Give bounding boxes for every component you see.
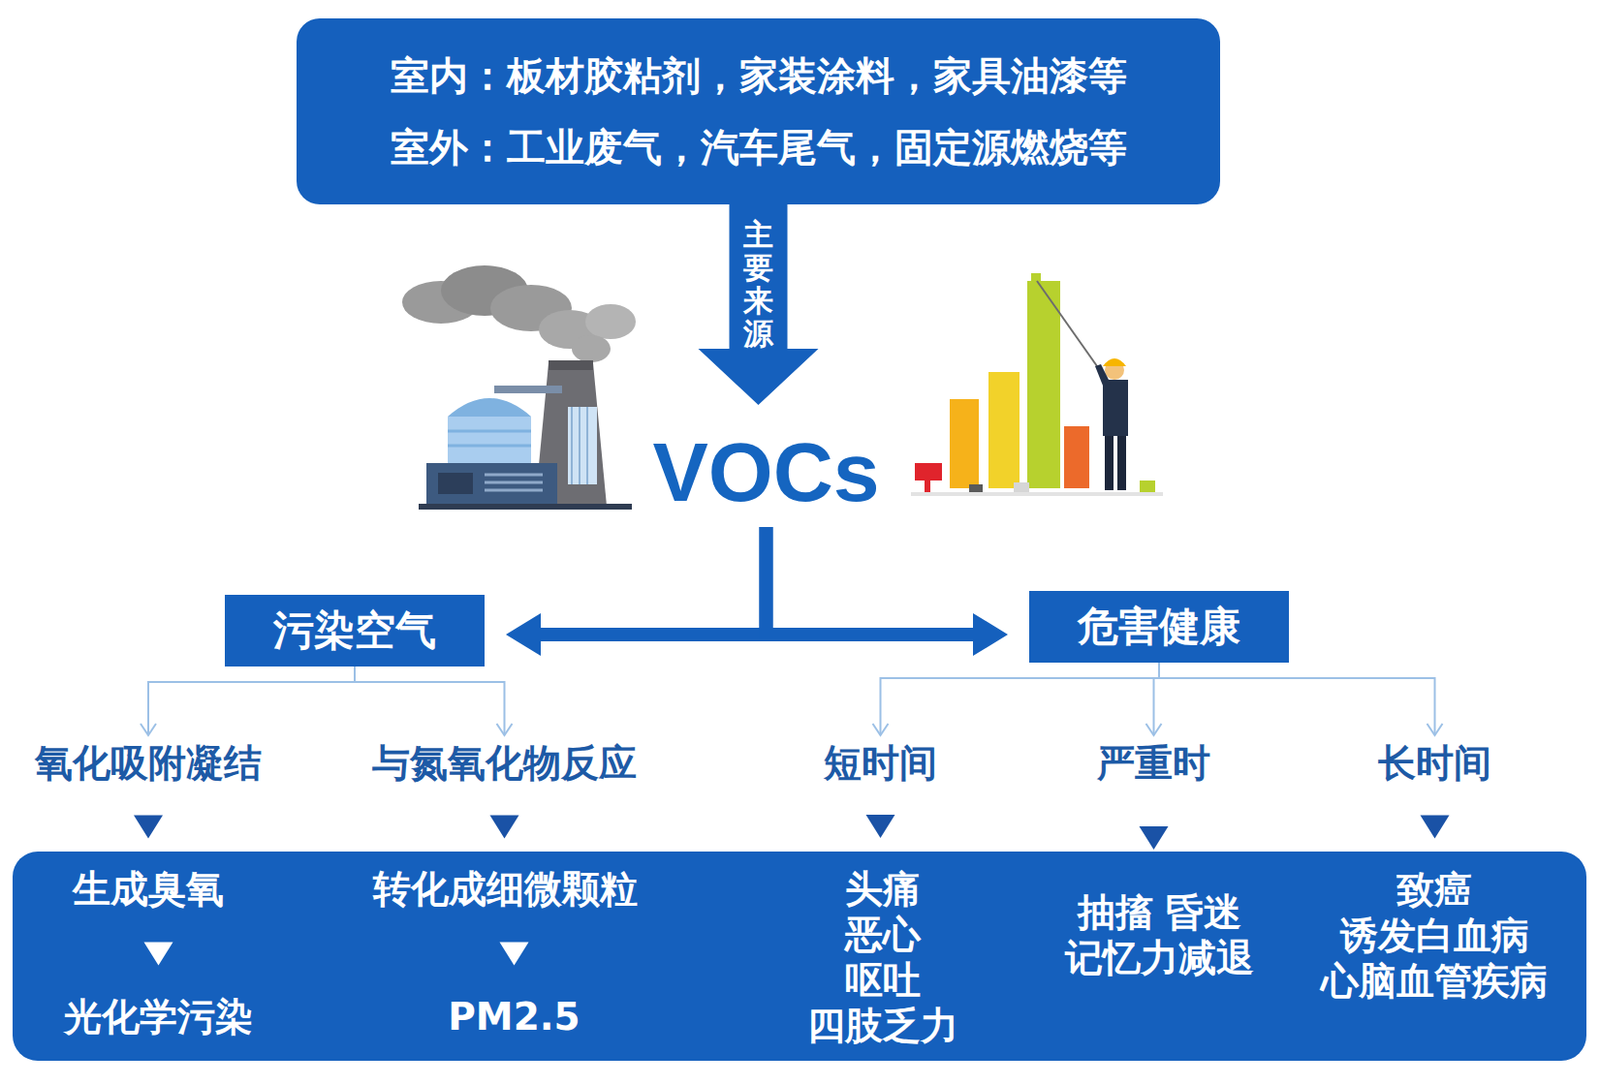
tee-arrow bbox=[766, 527, 974, 635]
result-text: 生成臭氧 bbox=[72, 867, 224, 913]
arrow-head bbox=[873, 723, 889, 736]
node-text: 长时间 bbox=[1378, 741, 1492, 787]
branch-line bbox=[880, 662, 1161, 736]
factory-illustration bbox=[402, 265, 636, 510]
branch-label: 严重时 bbox=[1097, 741, 1211, 787]
node-text: 污染空气 bbox=[273, 606, 437, 656]
source-box: 室内：板材胶粘剂，家装涂料，家具油漆等室外：工业废气，汽车尾气，固定源燃烧等 bbox=[296, 18, 1221, 205]
branch-label: 长时间 bbox=[1378, 741, 1492, 787]
center-term: VOCs bbox=[652, 430, 880, 514]
node-text: 氧化吸附凝结 bbox=[34, 741, 262, 787]
arrow-head bbox=[1427, 723, 1444, 736]
node-text: 严重时 bbox=[1097, 741, 1211, 787]
branch-label: 短时间 bbox=[823, 741, 938, 787]
node-text: 转化成细微颗粒 bbox=[373, 867, 638, 913]
branch-label: 与氮氧化物反应 bbox=[372, 741, 637, 787]
branch-line bbox=[1159, 662, 1436, 736]
painter-illustration bbox=[910, 273, 1163, 497]
category-box: 危害健康 bbox=[1029, 591, 1289, 663]
node-text: 室外：工业废气，汽车尾气，固定源燃烧等 bbox=[390, 111, 1128, 184]
down-triangle bbox=[1139, 826, 1169, 850]
symptom-list: 抽搐 昏迷 记忆力减退 bbox=[1065, 889, 1255, 981]
arrow-head bbox=[972, 613, 1008, 657]
node-text: VOCs bbox=[652, 430, 879, 514]
down-triangle bbox=[144, 942, 174, 967]
down-triangle bbox=[866, 815, 896, 839]
node-text: 危害健康 bbox=[1077, 602, 1241, 652]
result-text: 光化学污染 bbox=[63, 995, 253, 1041]
node-text: 抽搐 昏迷 记忆力减退 bbox=[1065, 889, 1255, 981]
arrow-head bbox=[505, 613, 541, 657]
arrow-head bbox=[1146, 723, 1162, 736]
branch-label: 氧化吸附凝结 bbox=[34, 741, 262, 787]
down-triangle bbox=[133, 815, 163, 840]
branch-line bbox=[148, 666, 355, 736]
down-triangle bbox=[500, 942, 530, 967]
node-text: 头痛 恶心 呕吐 四肢乏力 bbox=[807, 866, 959, 1049]
down-triangle bbox=[490, 815, 520, 840]
node-text: 生成臭氧 bbox=[72, 867, 224, 913]
block-arrow bbox=[698, 204, 819, 406]
down-triangle bbox=[1420, 815, 1450, 840]
edge-label: 主要来源 bbox=[743, 218, 774, 350]
category-box: 污染空气 bbox=[224, 595, 485, 667]
branch-line bbox=[354, 666, 505, 736]
arrow-head bbox=[497, 723, 513, 736]
symptom-list: 头痛 恶心 呕吐 四肢乏力 bbox=[807, 866, 959, 1049]
node-text: 室内：板材胶粘剂，家装涂料，家具油漆等 bbox=[390, 39, 1128, 112]
node-text: 与氮氧化物反应 bbox=[372, 741, 637, 787]
node-text: 光化学污染 bbox=[63, 995, 253, 1041]
node-text: 致癌 诱发白血病 心脑血管疾病 bbox=[1320, 867, 1548, 1004]
tee-arrow bbox=[540, 527, 767, 635]
result-text: 转化成细微颗粒 bbox=[373, 867, 638, 913]
arrow-head bbox=[140, 723, 157, 736]
node-text: PM2.5 bbox=[447, 995, 580, 1041]
node-text: 短时间 bbox=[823, 741, 938, 787]
symptom-list: 致癌 诱发白血病 心脑血管疾病 bbox=[1320, 867, 1548, 1004]
result-text: PM2.5 bbox=[447, 995, 581, 1041]
